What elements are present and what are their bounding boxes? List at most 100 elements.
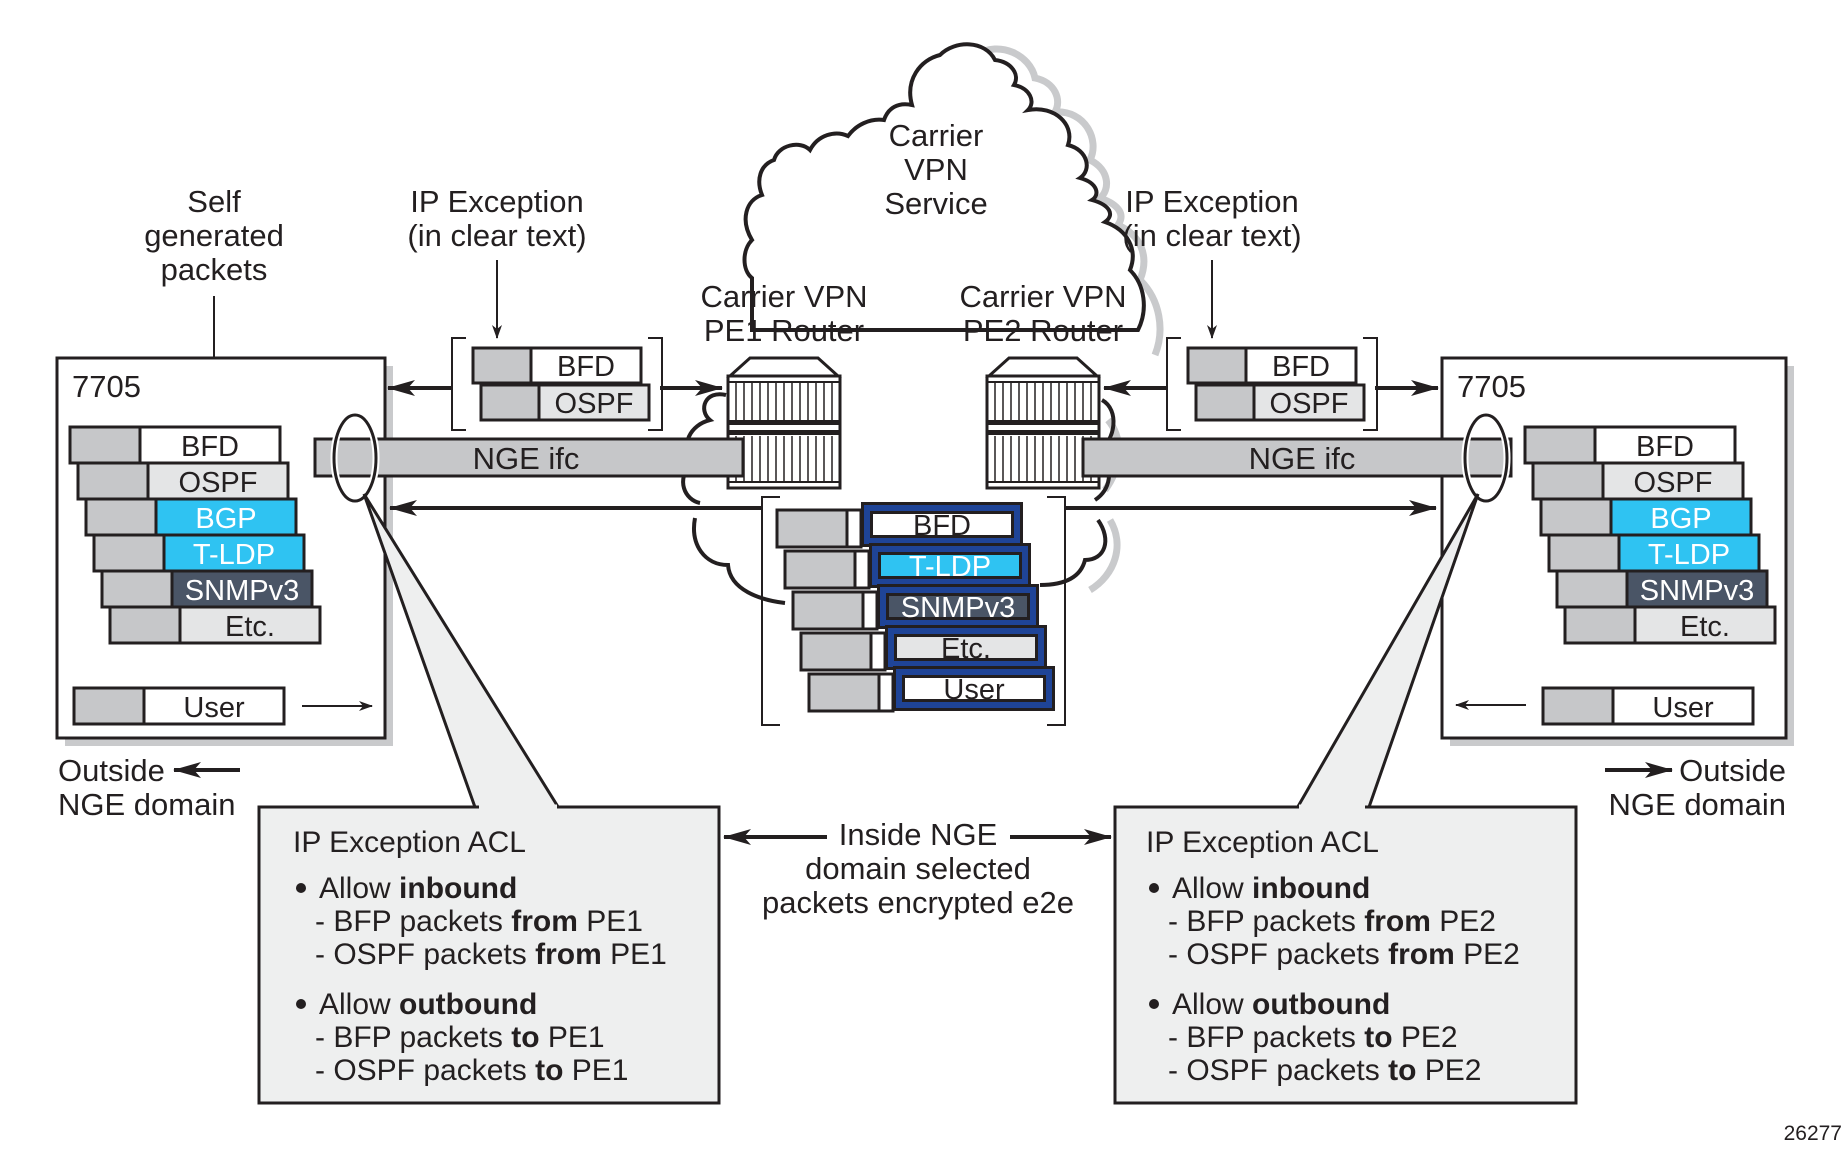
packet-bfd: BFD: [1523, 425, 1737, 465]
acl-title: IP Exception ACL: [293, 826, 526, 859]
packet-header: [1186, 346, 1248, 385]
clear-text-packets-left: BFD OSPF: [451, 337, 663, 431]
packet-header: [108, 605, 182, 645]
packet-header: [72, 686, 146, 726]
acl-rule-item: - BFP packets to PE2: [1168, 1021, 1458, 1054]
packet-etc: Etc.: [1563, 605, 1777, 645]
packet-label: OSPF: [555, 388, 634, 420]
packet-label: T-LDP: [193, 539, 275, 571]
packet-header: [1194, 383, 1256, 422]
packet-label: Etc.: [941, 633, 991, 665]
pe2-label: Carrier VPN PE2 Router: [959, 279, 1126, 348]
packet-ospf: OSPF: [1531, 461, 1745, 501]
packet-tldp: T-LDP: [92, 533, 306, 573]
packet-label: T-LDP: [909, 551, 991, 583]
packet-snmpv3: SNMPv3: [1555, 569, 1769, 609]
ip-exception-left-line-2: (in clear text): [407, 218, 586, 253]
acl-rule-item: - OSPF packets from PE2: [1168, 938, 1520, 971]
outside-left-line-2: NGE domain: [58, 787, 235, 822]
packet-label: OSPF: [1270, 388, 1349, 420]
packet-label: SNMPv3: [901, 592, 1015, 624]
packet-gap: [853, 549, 871, 590]
acl-rule-item: - OSPF packets to PE1: [315, 1054, 628, 1087]
packet-label: BFD: [913, 510, 971, 542]
encrypted-packet-snmpv3: SNMPv3: [791, 584, 1039, 631]
packet-payload: [897, 637, 1035, 658]
right-nge-interface: NGE ifc: [1081, 411, 1513, 505]
self-generated-line-3: packets: [161, 252, 268, 287]
bracket-left: [1166, 337, 1181, 431]
packet-payload: [1617, 533, 1761, 573]
packet-header: [1523, 425, 1597, 465]
packet-snmpv3: SNMPv3: [100, 569, 314, 609]
packet-header: [1547, 533, 1621, 573]
self-generated-label: Self generated packets: [144, 184, 284, 421]
packet-payload: [1244, 346, 1358, 385]
bracket-left: [761, 496, 780, 726]
left-7705-name: 7705: [72, 369, 141, 404]
packet-payload: [889, 596, 1027, 617]
packet-label: BGP: [1650, 503, 1711, 535]
packet-payload: [1633, 605, 1777, 645]
packet-label: Etc.: [1680, 611, 1730, 643]
pe2-label-line-1: Carrier VPN: [959, 279, 1126, 314]
self-generated-line-2: generated: [144, 218, 284, 253]
packet-gap: [877, 672, 895, 713]
packet-label: BFD: [181, 431, 239, 463]
encrypted-packet-user: User: [807, 666, 1055, 713]
packet-label: OSPF: [1634, 467, 1713, 499]
acl-rule-item: - BFP packets from PE2: [1168, 905, 1496, 938]
packet-payload: [1625, 569, 1769, 609]
packet-label: BFD: [557, 351, 615, 383]
ip-exception-right-line-1: IP Exception: [1125, 184, 1298, 219]
packet-label: T-LDP: [1648, 539, 1730, 571]
cloud-label-line-2: VPN: [904, 152, 968, 187]
packet-header: [100, 569, 174, 609]
outside-left-line-1: Outside: [58, 753, 165, 788]
packet-label: OSPF: [179, 467, 258, 499]
figure-id: 26277: [1784, 1122, 1842, 1145]
ip-exception-left-label: IP Exception (in clear text): [407, 184, 587, 339]
bracket-right: [648, 337, 663, 431]
pe1-label-line-2: PE1 Router: [704, 313, 864, 348]
packet-payload: [1611, 686, 1755, 726]
packet-header: [1563, 605, 1637, 645]
packet-header: [76, 461, 150, 501]
packet-payload: [529, 346, 643, 385]
left-nge-ifc-label: NGE ifc: [473, 441, 580, 476]
packet-bfd: BFD: [1186, 346, 1358, 385]
packet-payload: [178, 605, 322, 645]
packet-user: User: [1541, 686, 1755, 726]
acl-rule-item: - OSPF packets from PE1: [315, 938, 667, 971]
cloud-outline: [742, 42, 1146, 332]
packet-bfd: BFD: [471, 346, 643, 385]
acl-left-panel: [257, 805, 721, 1105]
bullet-icon: [296, 883, 306, 893]
packet-payload: [142, 686, 286, 726]
packet-payload: [162, 533, 306, 573]
ip-exception-left-line-1: IP Exception: [410, 184, 583, 219]
acl-rule-item: - BFP packets from PE1: [315, 905, 643, 938]
acl-rule-heading: Allow inbound: [1172, 872, 1370, 905]
bullet-icon: [1149, 883, 1159, 893]
packet-header: [791, 590, 865, 631]
inside-line-1: Inside NGE: [839, 817, 998, 852]
pe1-router: [726, 356, 842, 490]
packet-label: User: [943, 674, 1005, 706]
packet-bgp: BGP: [1539, 497, 1753, 537]
acl-rule-heading: Allow inbound: [319, 872, 517, 905]
packet-label: User: [1652, 692, 1714, 724]
acl-rule-item: - OSPF packets to PE2: [1168, 1054, 1481, 1087]
cloud-shadow: [974, 45, 1164, 357]
packet-payload: [873, 514, 1011, 535]
left-user-packet: User: [72, 686, 286, 726]
pe1-label-line-1: Carrier VPN: [700, 279, 867, 314]
packet-payload: [881, 555, 1019, 576]
packet-gap: [861, 590, 879, 631]
inside-nge-label: Inside NGE domain selected packets encry…: [723, 817, 1112, 920]
packet-label: SNMPv3: [185, 575, 299, 607]
